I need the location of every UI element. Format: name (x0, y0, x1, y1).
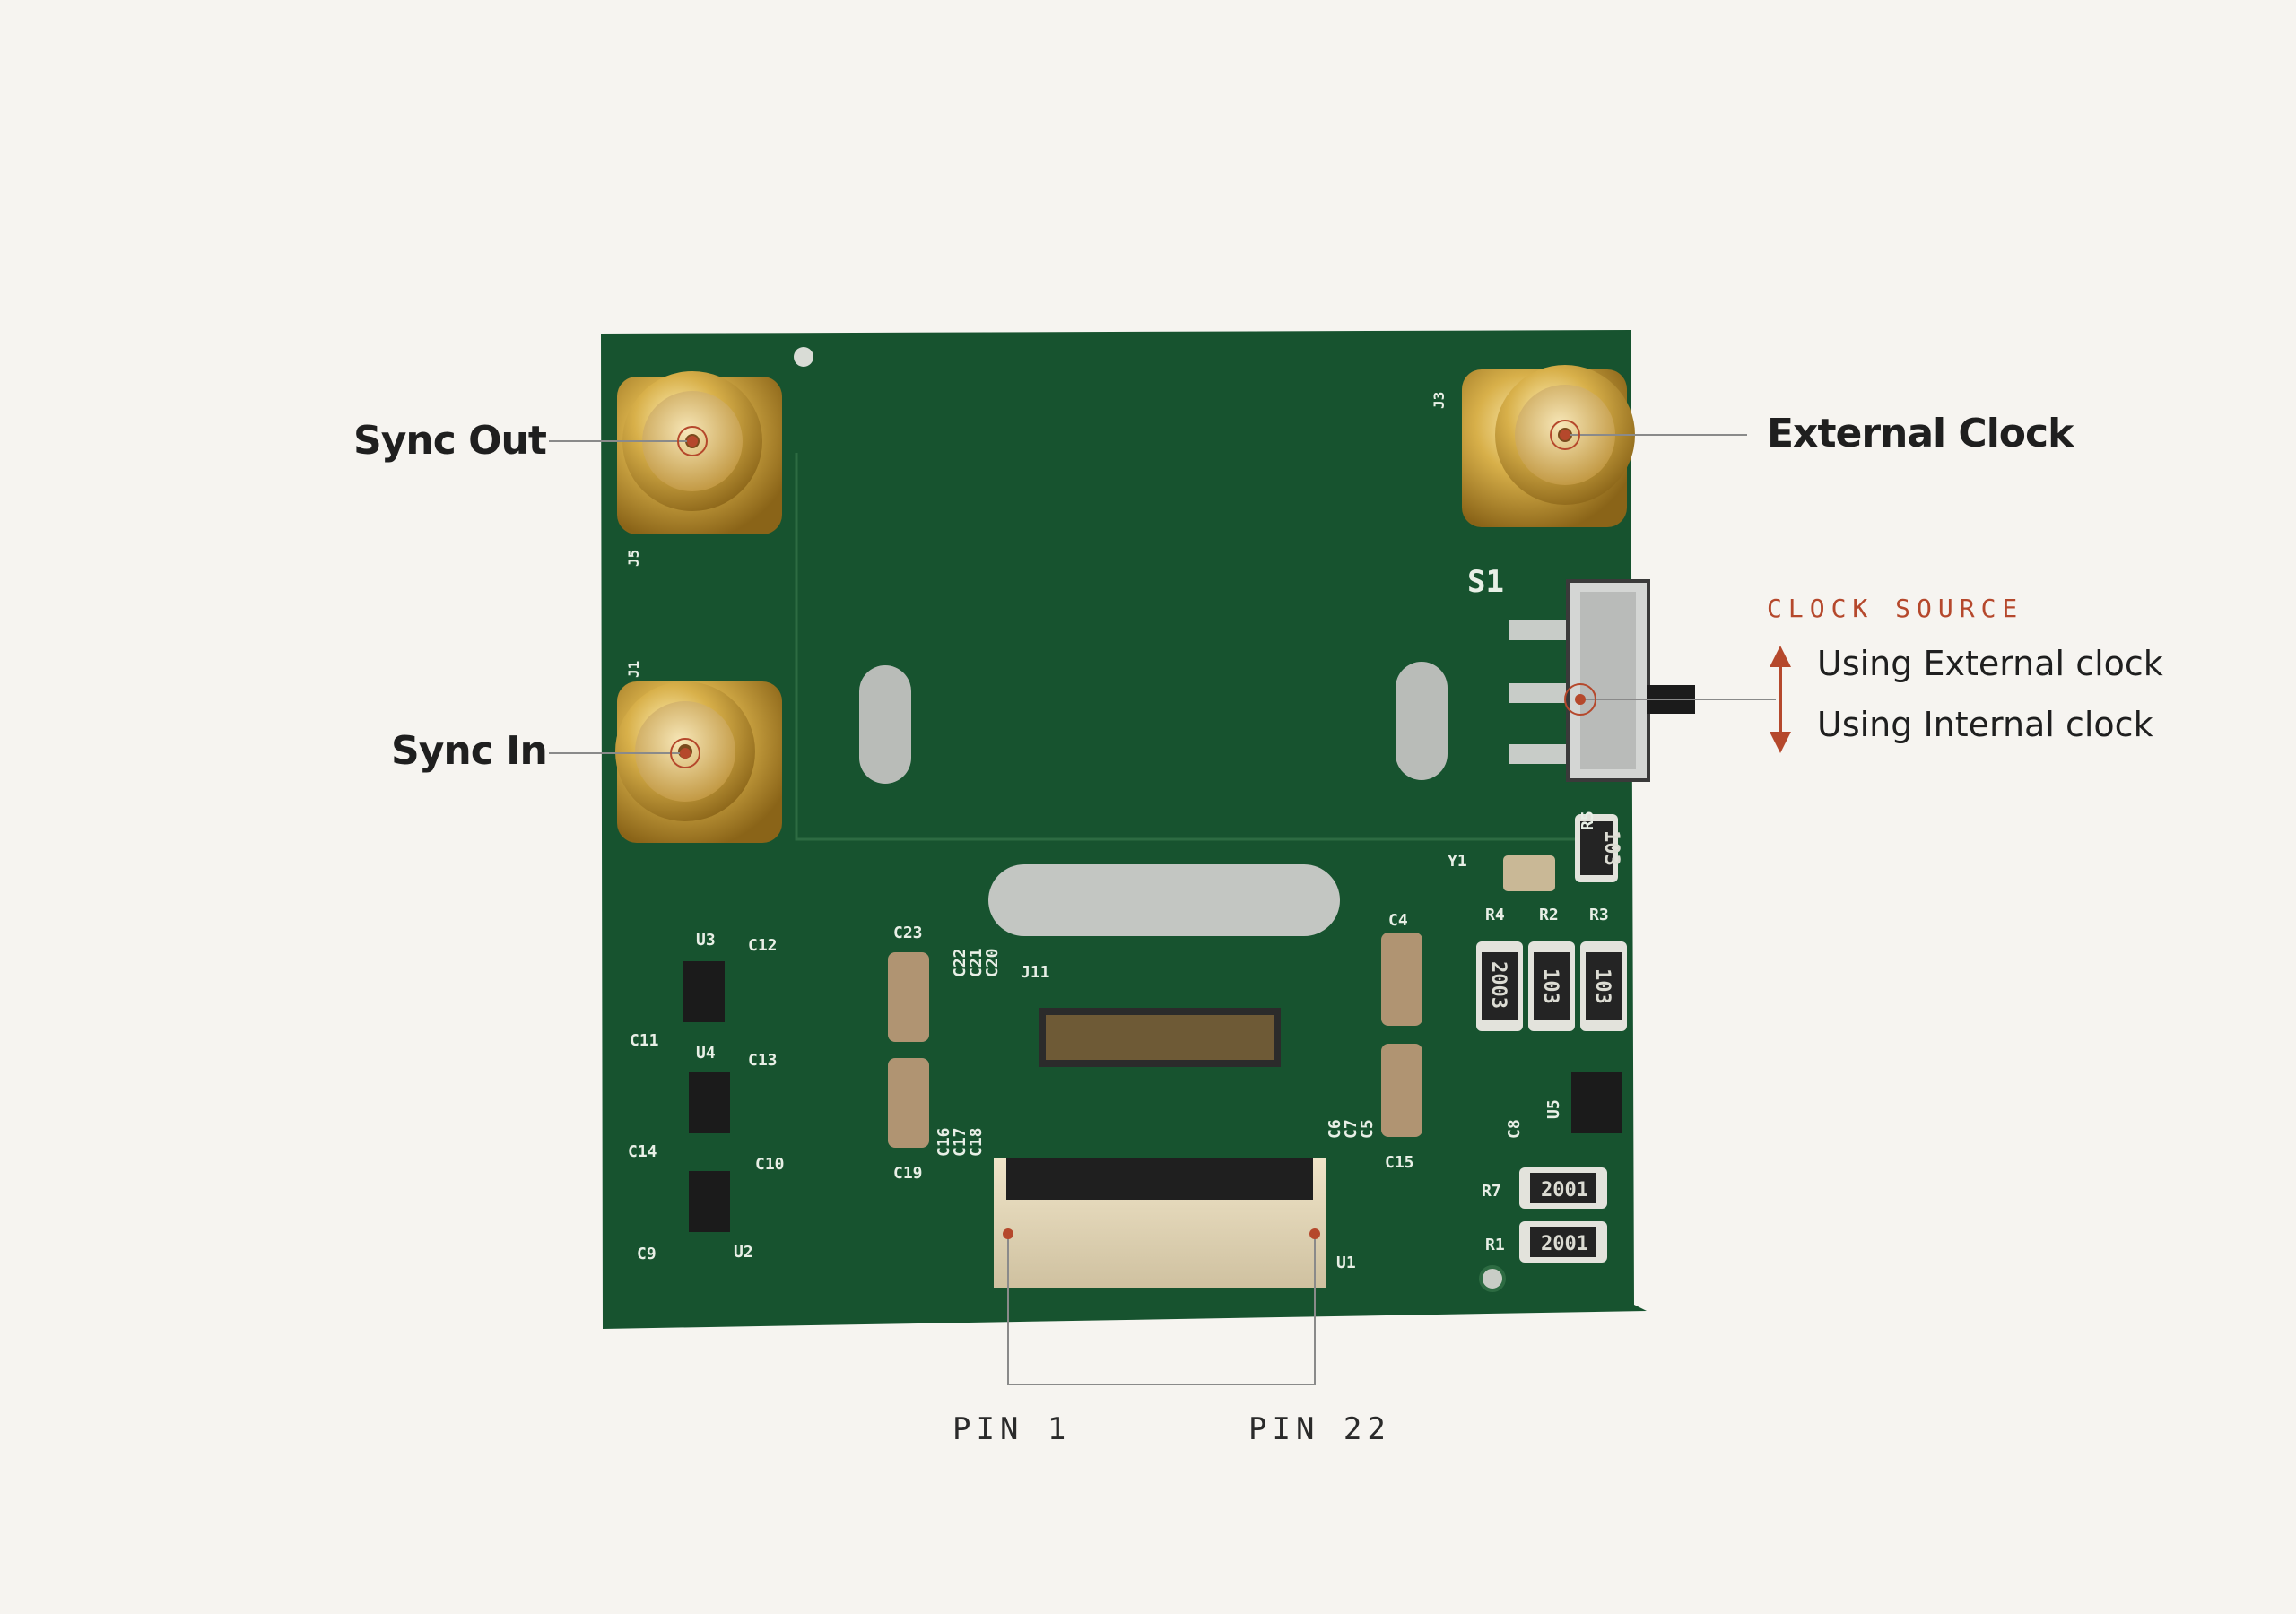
label-external-clock: External Clock (1767, 411, 2074, 456)
silk-j5: J5 (625, 550, 642, 567)
silk-c19: C19 (893, 1164, 923, 1183)
silk-u3: U3 (696, 931, 716, 950)
ffc-connector-u1 (994, 1158, 1326, 1288)
silk-r2: R2 (1539, 906, 1559, 924)
resistor-mark-r7: 2001 (1541, 1179, 1588, 1202)
clock-option-internal: Using Internal clock (1817, 705, 2153, 744)
silk-c10: C10 (755, 1155, 785, 1174)
label-pin-1: PIN 1 (952, 1411, 1072, 1447)
marker-sync-out (677, 426, 708, 456)
ic-u5 (1571, 1072, 1622, 1133)
silk-j11: J11 (1021, 963, 1050, 982)
ic-u2 (689, 1171, 730, 1232)
resistor-r3 (1580, 941, 1627, 1031)
silk-r3: R3 (1589, 906, 1609, 924)
board-subsection-outline (795, 453, 1587, 841)
silk-r7: R7 (1482, 1182, 1501, 1201)
resistor-mark-r1: 2001 (1541, 1233, 1588, 1255)
silk-u2: U2 (734, 1243, 753, 1262)
silk-c13: C13 (748, 1051, 778, 1070)
silk-r1: R1 (1485, 1236, 1505, 1254)
silk-c9: C9 (637, 1245, 657, 1263)
resistor-r5 (1575, 814, 1618, 882)
pin-bracket (1007, 1234, 1316, 1385)
silk-c17: C17 (951, 1127, 970, 1157)
silk-c23: C23 (893, 924, 923, 942)
silk-c7: C7 (1342, 1119, 1361, 1139)
clock-option-external: Using External clock (1817, 644, 2163, 683)
silk-c15: C15 (1385, 1153, 1414, 1172)
resistor-mark-r3: 103 (1591, 968, 1613, 1004)
sma-connector-external-clock (1462, 365, 1635, 527)
silk-c22: C22 (951, 948, 970, 977)
silk-c14: C14 (628, 1142, 657, 1161)
board-slot (988, 864, 1340, 936)
capacitor-c15 (1381, 1044, 1422, 1137)
board-slot (859, 665, 911, 784)
resistor-mark-r2: 103 (1539, 968, 1561, 1004)
silk-j1: J1 (625, 661, 642, 678)
silk-c21: C21 (967, 948, 986, 977)
silk-u5: U5 (1544, 1099, 1563, 1119)
crystal-y1 (1503, 855, 1555, 891)
marker-external-clock (1550, 420, 1580, 450)
ic-u3 (683, 961, 725, 1022)
mounting-hole (1479, 1265, 1506, 1292)
silk-r4: R4 (1485, 906, 1505, 924)
resistor-r7 (1519, 1167, 1607, 1209)
silk-c20: C20 (983, 948, 1002, 977)
label-sync-out: Sync Out (353, 418, 547, 464)
capacitor-c23 (888, 952, 929, 1042)
silk-r5: R5 (1578, 811, 1597, 830)
ic-u4 (689, 1072, 730, 1133)
silk-u4: U4 (696, 1044, 716, 1063)
resistor-mark-r4: 2003 (1487, 961, 1509, 1009)
mounting-hole (794, 347, 813, 367)
silk-c4: C4 (1388, 911, 1408, 930)
silk-j3: J3 (1431, 392, 1448, 409)
slide-switch-s1 (1509, 579, 1695, 782)
double-arrow-icon (1770, 646, 1791, 753)
capacitor-c4 (1381, 933, 1422, 1026)
capacitor-c19 (888, 1058, 929, 1148)
connector-j11 (1039, 1008, 1281, 1067)
resistor-r1 (1519, 1221, 1607, 1263)
marker-sync-in (670, 738, 700, 768)
label-sync-in: Sync In (391, 728, 548, 774)
resistor-r2 (1528, 941, 1575, 1031)
silk-c11: C11 (630, 1031, 659, 1050)
sma-connector-sync-in (615, 681, 782, 843)
board-slot (1396, 662, 1448, 780)
silk-u1: U1 (1336, 1254, 1356, 1272)
silk-s1: S1 (1467, 564, 1504, 600)
silk-c12: C12 (748, 936, 778, 955)
resistor-mark-r5: 103 (1600, 830, 1622, 866)
clock-source-heading: CLOCK SOURCE (1767, 594, 2024, 623)
silk-c5: C5 (1358, 1119, 1377, 1139)
silk-c16: C16 (935, 1127, 953, 1157)
silk-c18: C18 (967, 1127, 986, 1157)
marker-pin-1 (1003, 1228, 1013, 1239)
marker-pin-22 (1309, 1228, 1320, 1239)
resistor-r4 (1476, 941, 1523, 1031)
silk-c6: C6 (1326, 1119, 1344, 1139)
silk-y1: Y1 (1448, 852, 1467, 871)
marker-clock-switch (1564, 683, 1596, 716)
silk-c8: C8 (1505, 1119, 1524, 1139)
label-pin-22: PIN 22 (1248, 1411, 1391, 1447)
